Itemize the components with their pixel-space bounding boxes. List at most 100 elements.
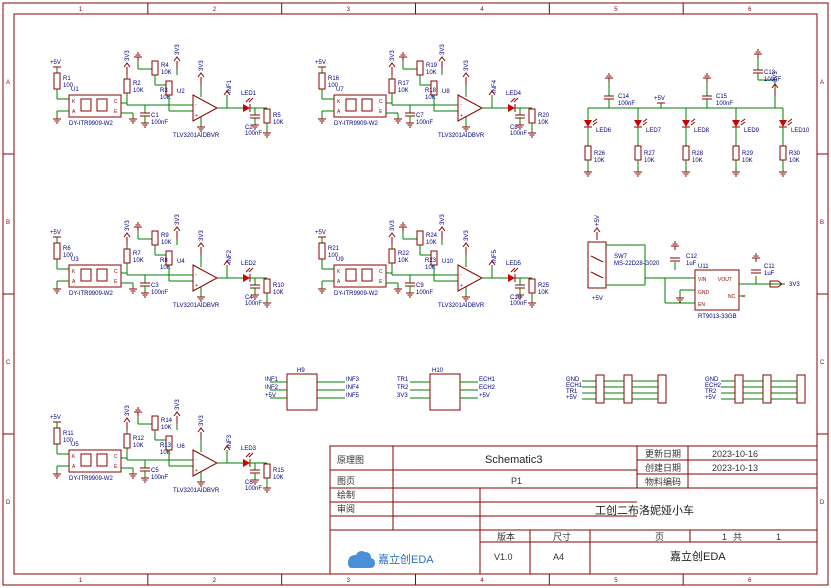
sensor-circuit: +5VR16100U7KACEDY-ITR9909-W23V3R1710KC71… xyxy=(315,44,550,139)
power-bar-icon: +5V xyxy=(315,60,326,68)
indicator-resistor-ref: R28 xyxy=(692,151,704,157)
pullup-resistor xyxy=(123,78,131,94)
sensor-ref: U9 xyxy=(336,257,344,263)
net-flag-icon xyxy=(488,260,496,266)
sensor-ref: U3 xyxy=(71,257,79,263)
output-capacitor xyxy=(250,114,260,119)
pin-label: C xyxy=(379,99,383,105)
pullup-resistor-value: 10K xyxy=(133,88,144,94)
led-ray xyxy=(740,118,746,123)
pin-label: E xyxy=(114,279,118,285)
ground-icon xyxy=(251,479,259,485)
power-flag-icon: 3V3 xyxy=(123,220,131,245)
led-ray xyxy=(642,121,648,126)
ldo-ref: U11 xyxy=(698,264,709,270)
ground-icon xyxy=(394,288,402,294)
divider-resistor-value: 10K xyxy=(161,425,172,431)
ruler-top-label: 3 xyxy=(347,7,351,13)
output-capacitor xyxy=(250,469,260,474)
opamp-part: TLV3201AIDBVR xyxy=(173,303,220,309)
power-net-label: 3V3 xyxy=(464,230,470,241)
power-net-label: 3V3 xyxy=(199,415,205,426)
pullup-resistor xyxy=(123,433,131,449)
pwr-arrow xyxy=(438,226,446,232)
sensor-detector xyxy=(361,268,373,282)
divider-resistor xyxy=(151,60,159,76)
pullup-resistor-ref: R17 xyxy=(398,81,410,87)
ground-icon xyxy=(134,52,142,61)
power-flag-icon: 3V3 xyxy=(123,50,131,75)
output-cap-ref: C6 xyxy=(245,480,253,486)
ldo-pin-label: EN xyxy=(698,302,705,308)
power-net-label: +5V xyxy=(595,215,601,226)
indicator-resistor-ref: R29 xyxy=(742,151,754,157)
header-net-label: INF5 xyxy=(346,393,360,399)
connector-net-label: GND xyxy=(566,377,580,383)
ground-icon xyxy=(516,124,524,130)
input-resistor xyxy=(53,427,61,445)
output-cap-value: 100nF xyxy=(510,301,527,307)
ground-icon xyxy=(528,132,536,138)
led-resistor-ref: R15 xyxy=(273,468,285,474)
power-flag-icon: 3V3 xyxy=(173,399,181,424)
tb-material-label: 物料编码 xyxy=(645,476,681,487)
pwr-arrow xyxy=(197,72,205,78)
filter-cap-value: 100nF xyxy=(416,120,433,126)
output-cap-value: 100nF xyxy=(245,131,262,137)
indicator-led-icon xyxy=(682,118,696,128)
opamp-symbol xyxy=(457,264,484,292)
ruler-bottom-label: 6 xyxy=(748,578,752,584)
ground-icon xyxy=(251,124,259,130)
ground-icon xyxy=(263,132,271,138)
output-cap-ref: C4 xyxy=(245,295,253,301)
opamp-minus: - xyxy=(460,102,462,108)
led-ray xyxy=(787,121,793,126)
status-led-icon xyxy=(508,97,519,112)
indicator-resistor-ref: R26 xyxy=(594,151,606,157)
led-triangle xyxy=(243,459,250,467)
ground-icon xyxy=(682,171,690,177)
sensor-part: DY-ITR9909-W2 xyxy=(334,121,378,127)
ruler-left-label: D xyxy=(6,500,11,506)
ref-resistor-ref: R18 xyxy=(425,88,437,94)
opamp-ref: U8 xyxy=(442,89,450,95)
net-label: INF2 xyxy=(227,249,233,263)
indicator-led-icon xyxy=(584,118,598,128)
pin-label: C xyxy=(114,454,118,460)
power-bar-icon: +5V xyxy=(50,415,61,423)
led-triangle xyxy=(243,104,250,112)
tb-create-value: 2023-10-13 xyxy=(712,463,758,473)
filter-cap-value: 100nF xyxy=(151,475,168,481)
ldo-pin-label: GND xyxy=(698,290,710,296)
ground-icon xyxy=(134,222,142,231)
divider-resistor xyxy=(151,415,159,431)
pwr-arrow xyxy=(388,232,396,238)
ruler-bottom-label: 5 xyxy=(614,578,618,584)
divider-resistor xyxy=(416,230,424,246)
ref-resistor-value: 10K xyxy=(160,450,171,456)
net-flag-icon xyxy=(488,90,496,96)
header-ref: H9 xyxy=(297,368,305,374)
header-ref: H10 xyxy=(432,368,444,374)
led-resistor-value: 10K xyxy=(538,290,549,296)
led-ray xyxy=(248,267,254,273)
sensor-detector xyxy=(96,453,108,467)
sensor-part: DY-ITR9909-W2 xyxy=(69,476,113,482)
power-net-label: +5V xyxy=(50,230,61,236)
led-ray xyxy=(245,97,251,103)
opamp-minus: - xyxy=(195,457,197,463)
net-label: INF4 xyxy=(492,79,498,93)
ground-icon xyxy=(676,297,684,303)
led-resistor-value: 10K xyxy=(273,120,284,126)
power-flag-icon: 3V3 xyxy=(123,405,131,430)
status-led-ref: LED4 xyxy=(506,91,522,97)
decoupling-capacitor xyxy=(753,69,763,74)
input-capacitor xyxy=(670,257,680,262)
pullup-resistor-value: 10K xyxy=(398,258,409,264)
input-resistor xyxy=(53,242,61,260)
filter-cap-value: 100nF xyxy=(416,290,433,296)
sensor-emitter xyxy=(345,268,357,282)
tb-update-label: 更新日期 xyxy=(645,448,681,459)
opamp-ref: U6 xyxy=(177,444,185,450)
